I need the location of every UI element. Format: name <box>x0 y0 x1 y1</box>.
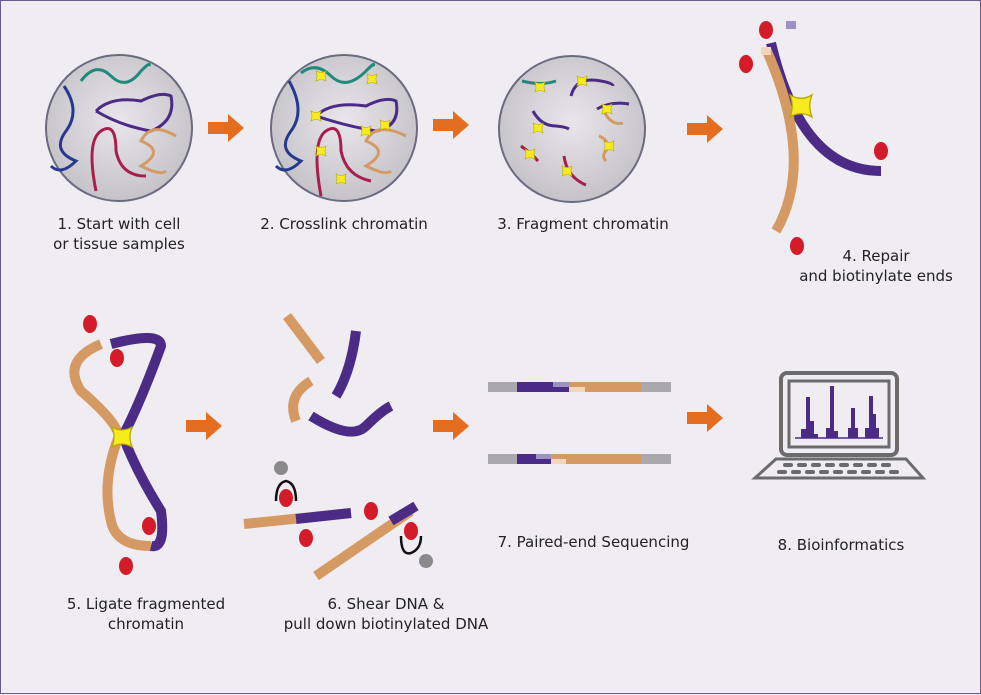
reads-step7 <box>488 382 671 464</box>
step-6-label-line2: pull down biotinylated DNA <box>283 615 489 633</box>
shear-step6 <box>243 312 433 581</box>
loop-step5 <box>69 315 168 575</box>
step-1-label: 1. Start with cell or tissue samples <box>39 214 199 254</box>
arrow-3-4 <box>687 115 723 143</box>
step-3-label: 3. Fragment chromatin <box>488 214 678 234</box>
step-2-label-line1: 2. Crosslink chromatin <box>260 215 428 233</box>
step-3-label-line1: 3. Fragment chromatin <box>497 215 669 233</box>
step-5-label: 5. Ligate fragmented chromatin <box>51 594 241 634</box>
cell-step1 <box>45 54 193 202</box>
step-5-label-line2: chromatin <box>107 615 185 633</box>
step-6-label: 6. Shear DNA & pull down biotinylated DN… <box>256 594 516 634</box>
step-8-label: 8. Bioinformatics <box>761 535 921 555</box>
step-1-label-line2: or tissue samples <box>53 235 185 253</box>
fragments-step4 <box>739 21 888 255</box>
step-4-label-line2: and biotinylate ends <box>799 267 953 285</box>
step-4-label: 4. Repair and biotinylate ends <box>781 246 971 286</box>
step-6-label-line1: 6. Shear DNA & <box>327 595 445 613</box>
step-1-label-line1: 1. Start with cell <box>57 215 181 233</box>
step-4-label-line1: 4. Repair <box>842 247 910 265</box>
arrow-7-8 <box>687 404 723 432</box>
arrow-1-2 <box>208 114 244 142</box>
step-2-label: 2. Crosslink chromatin <box>259 214 429 234</box>
cell-step2 <box>270 54 418 202</box>
cell-step3 <box>498 55 646 203</box>
arrow-5-6 <box>186 412 222 440</box>
step-7-label: 7. Paired-end Sequencing <box>486 532 701 552</box>
step-7-label-line1: 7. Paired-end Sequencing <box>497 533 690 551</box>
laptop-icon <box>751 371 927 480</box>
arrow-2-3 <box>433 111 469 139</box>
arrow-6-7 <box>433 412 469 440</box>
step-5-label-line1: 5. Ligate fragmented <box>66 595 226 613</box>
step-8-label-line1: 8. Bioinformatics <box>777 536 905 554</box>
